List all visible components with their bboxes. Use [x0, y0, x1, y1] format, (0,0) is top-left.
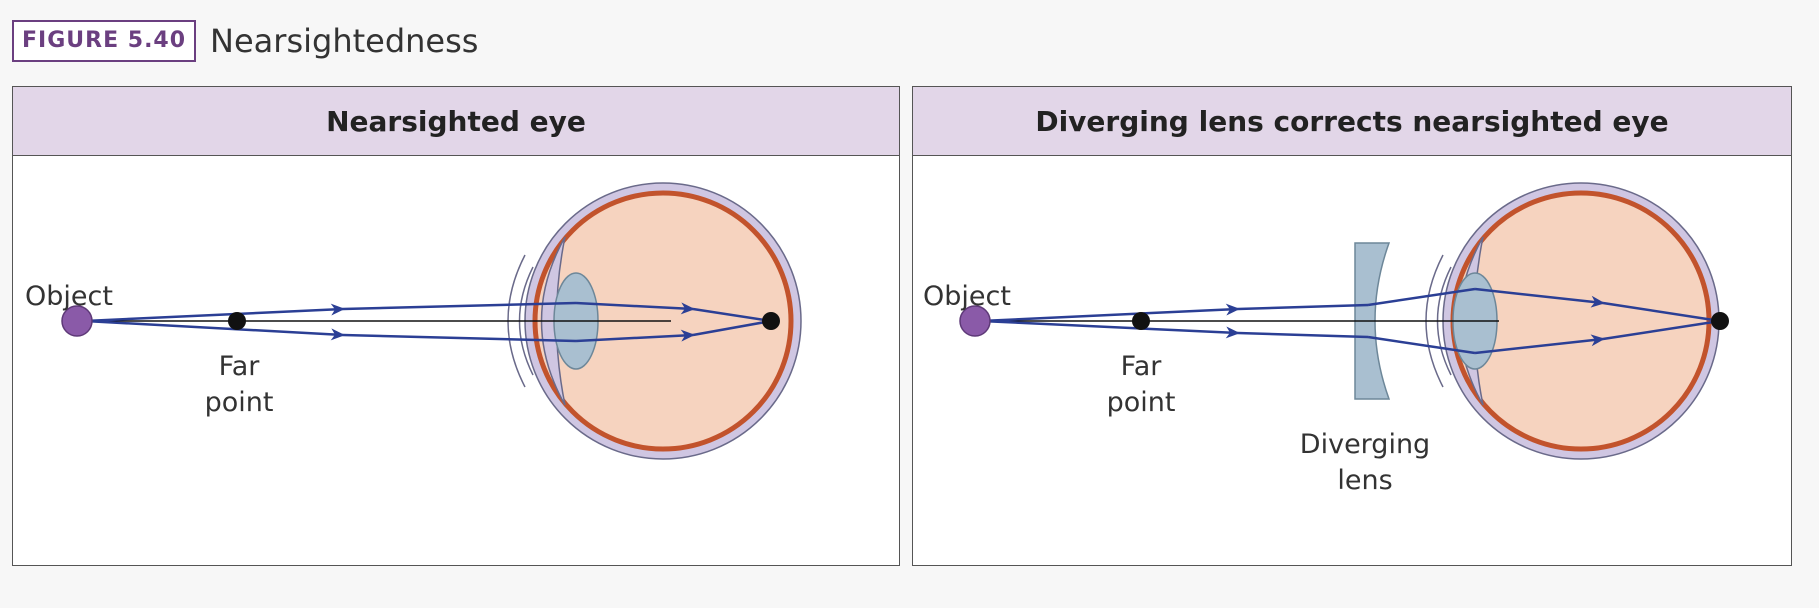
- figure-label: FIGURE 5.40: [12, 20, 197, 62]
- image-point-dot: [762, 312, 780, 330]
- panel-title: Diverging lens corrects nearsighted eye: [913, 87, 1791, 156]
- eyeball: [1425, 182, 1720, 460]
- far-point-label-line1: Far: [1120, 351, 1162, 382]
- object-label: Object: [25, 281, 113, 312]
- object-dot: [61, 305, 93, 337]
- object-label: Object: [923, 281, 1011, 312]
- image-point-dot: [1711, 312, 1729, 330]
- figure-title: Nearsightedness: [210, 22, 479, 60]
- panel-diverging-lens: Diverging lens corrects nearsighted eye: [912, 86, 1792, 566]
- figure-header: FIGURE 5.40 Nearsightedness: [12, 20, 478, 62]
- light-rays: [980, 287, 1721, 355]
- panel-title: Nearsighted eye: [13, 87, 899, 156]
- object-dot: [959, 305, 991, 337]
- far-point-dot: [228, 312, 246, 330]
- light-rays: [84, 301, 772, 343]
- far-point-label-line2: point: [204, 387, 274, 418]
- far-point-label-line2: point: [1106, 387, 1176, 418]
- far-point-label: Far point: [189, 349, 289, 421]
- far-point-label: Far point: [1091, 349, 1191, 421]
- panel-nearsighted-eye: Nearsighted eye Object: [12, 86, 900, 566]
- corrected-eye-diagram: [959, 182, 1729, 460]
- far-point-label-line1: Far: [218, 351, 260, 382]
- diverging-lens-label-line1: Diverging: [1299, 429, 1431, 460]
- diverging-lens-label-line2: lens: [1337, 465, 1393, 496]
- far-point-dot: [1132, 312, 1150, 330]
- diverging-lens-label: Diverging lens: [1285, 427, 1445, 499]
- nearsighted-eye-diagram: [61, 182, 802, 460]
